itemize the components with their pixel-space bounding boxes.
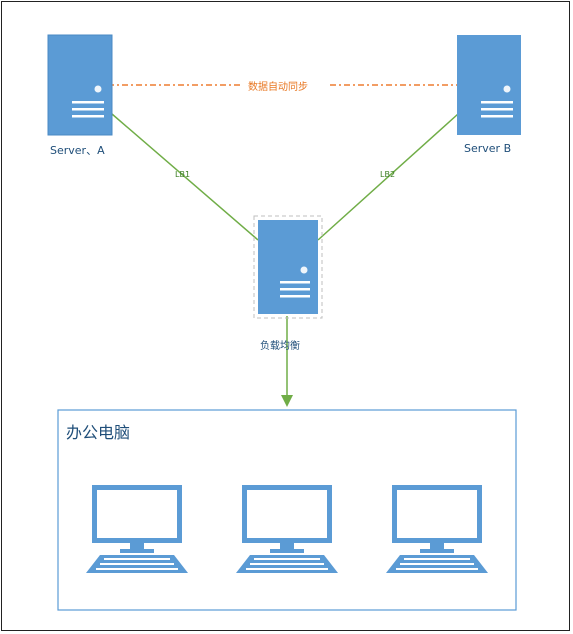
load-balancer-label: 负载均衡: [260, 341, 300, 352]
sync-label: 数据自动同步: [248, 82, 308, 93]
lb1-label: LB1: [175, 170, 191, 179]
desktop-computer-icon: [86, 485, 188, 573]
load-balancer-server-icon: [253, 215, 323, 319]
office-group-title: 办公电脑: [66, 423, 131, 442]
server-a-icon: [47, 34, 113, 136]
desktop-computer-icon: [236, 485, 338, 573]
office-group-box: [57, 409, 517, 611]
link-lb1: [111, 113, 259, 241]
server-b-label: Server B: [464, 142, 512, 155]
lb2-label: LB2: [380, 170, 396, 179]
server-a-label: Server、A: [50, 144, 105, 157]
server-b-icon: [457, 35, 521, 135]
link-lb2: [317, 113, 459, 241]
desktop-computer-icon: [386, 485, 488, 573]
